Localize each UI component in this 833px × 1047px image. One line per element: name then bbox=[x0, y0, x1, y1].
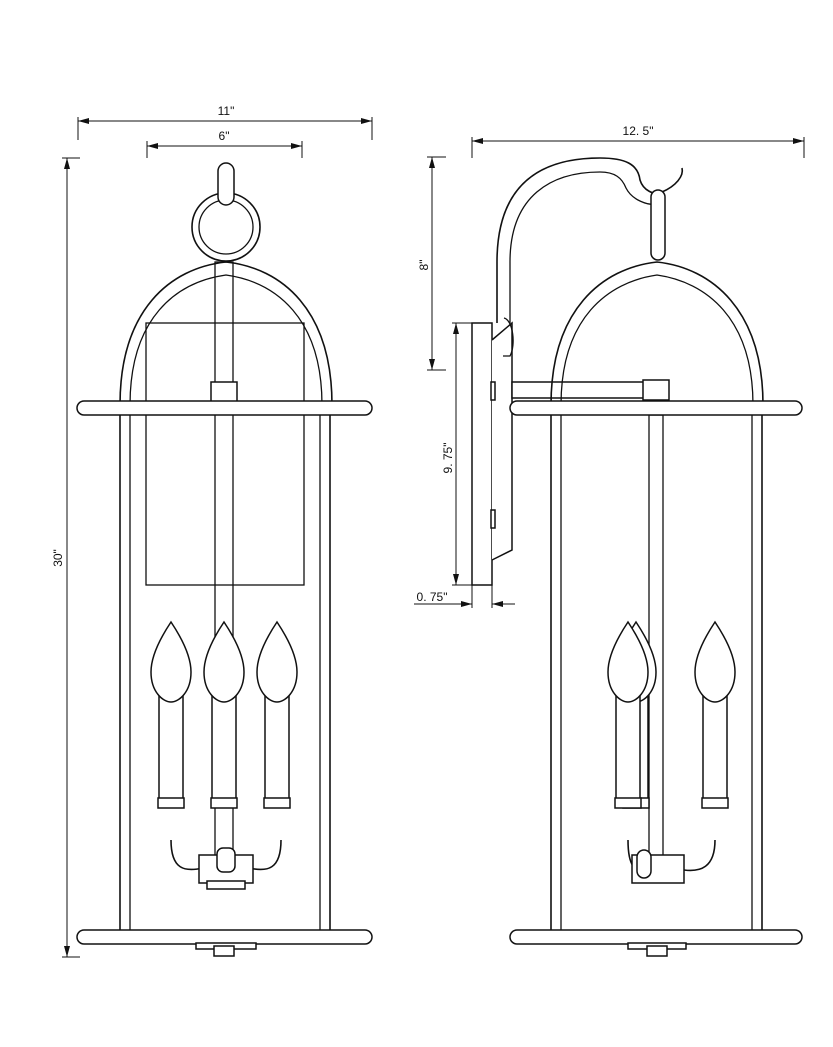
side-view bbox=[471, 157, 803, 957]
dim-side-width: 12. 5" bbox=[623, 124, 654, 138]
side-top-band bbox=[509, 400, 803, 416]
front-view bbox=[76, 162, 373, 957]
side-arch bbox=[550, 261, 764, 406]
glass-panel bbox=[145, 322, 305, 586]
dim-front-height: 30" bbox=[51, 549, 65, 567]
bottom-band bbox=[76, 929, 373, 945]
side-hanging-link bbox=[650, 189, 666, 261]
dim-front-width: 11" bbox=[218, 104, 235, 118]
side-candle-right bbox=[694, 621, 736, 809]
dim-front-top-width: 6" bbox=[219, 129, 230, 143]
mount-detail bbox=[503, 317, 514, 357]
side-dimensions bbox=[414, 137, 805, 608]
side-bottom-finial bbox=[646, 945, 668, 957]
rod-collar bbox=[210, 381, 238, 403]
side-bottom-band bbox=[509, 929, 803, 945]
dim-side-arm-height: 8" bbox=[417, 260, 431, 271]
support-arm bbox=[511, 381, 648, 399]
dim-backplate-depth: 0. 75" bbox=[417, 590, 448, 604]
dim-backplate-height: 9. 75" bbox=[441, 443, 455, 474]
hook-arm bbox=[496, 157, 663, 323]
backplate bbox=[471, 322, 493, 586]
side-center-rod bbox=[648, 414, 664, 873]
top-band bbox=[76, 400, 373, 416]
candle-center bbox=[203, 621, 245, 809]
front-dimensions bbox=[62, 117, 373, 958]
candle-left bbox=[150, 621, 192, 809]
hanging-link bbox=[217, 162, 235, 206]
bottom-finial bbox=[213, 945, 235, 957]
candle-right bbox=[256, 621, 298, 809]
